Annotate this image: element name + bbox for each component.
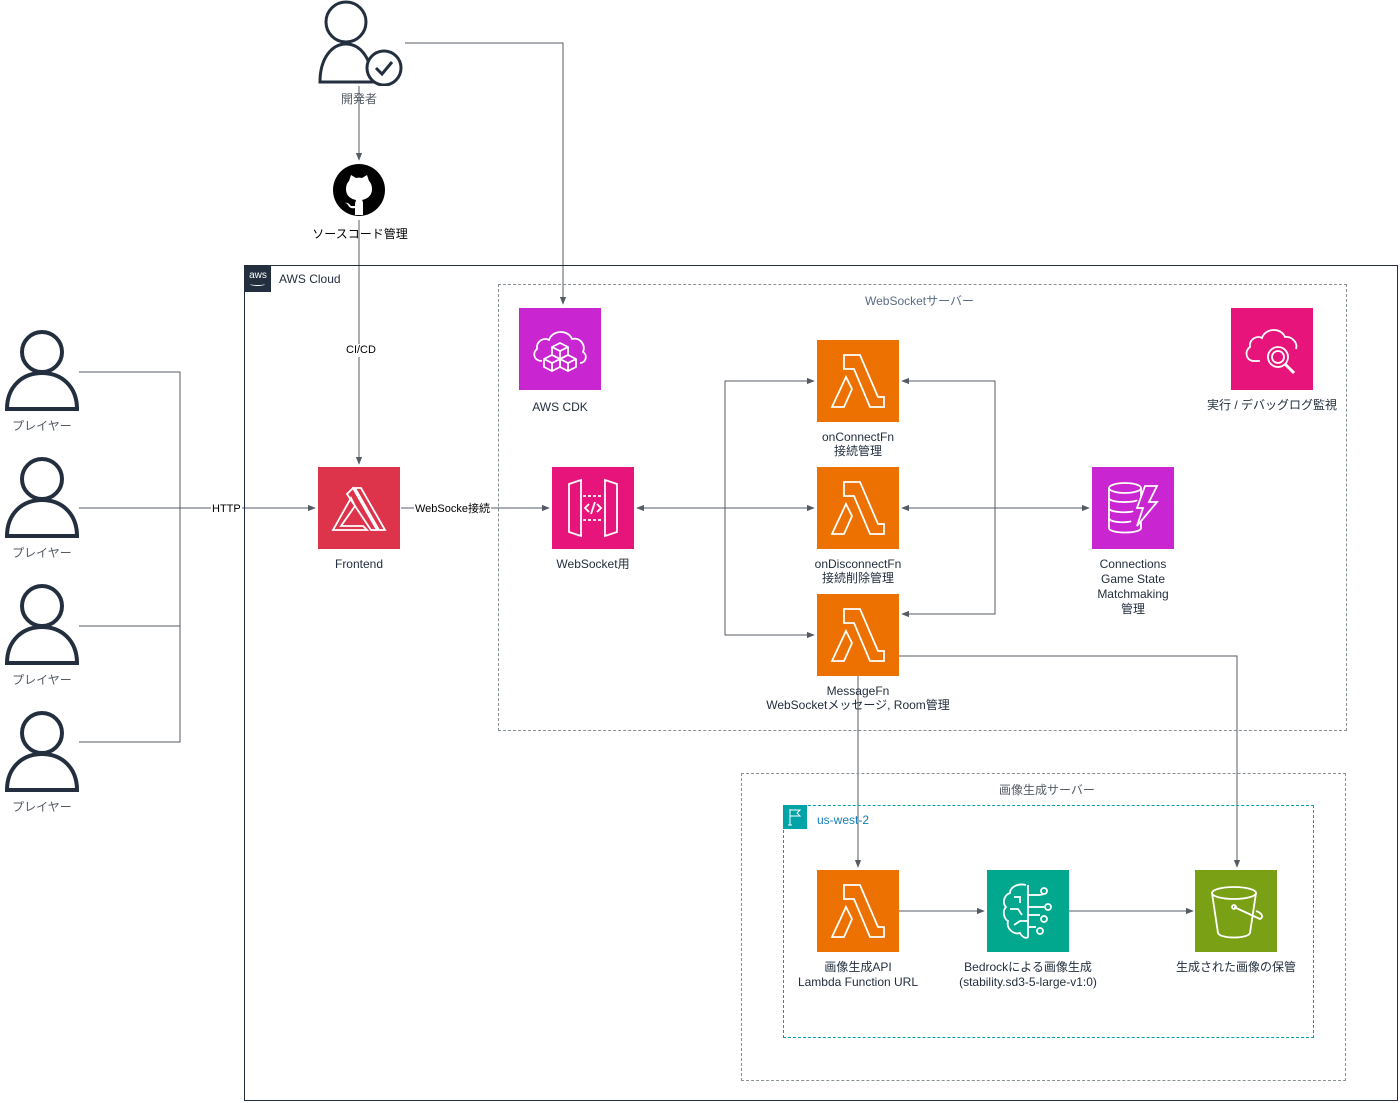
on-disconnect-node[interactable] (817, 467, 899, 549)
edge-player4 (79, 626, 181, 743)
frontend-node[interactable] (318, 467, 400, 549)
player-label: プレイヤー (12, 419, 72, 433)
bedrock-brain-icon (1002, 883, 1052, 939)
edge-message-dynamodb (901, 508, 996, 618)
image-server-title: 画像生成サーバー (999, 783, 1095, 797)
developer-label: 開発者 (340, 92, 377, 106)
lambda-icon (830, 608, 885, 662)
dynamodb-label-2: Game State (1100, 572, 1166, 586)
s3-label: 生成された画像の保管 (1175, 960, 1296, 974)
image-server-group (741, 773, 1346, 1081)
aws-cloud-group: aws AWS Cloud (244, 265, 1398, 1101)
dynamodb-icon (1108, 482, 1159, 534)
user-icon (4, 584, 80, 665)
edge-label-http: HTTP (211, 503, 242, 516)
player-node[interactable] (4, 710, 80, 792)
aws-logo-icon: aws (245, 266, 271, 292)
apigw-node[interactable] (552, 467, 634, 549)
message-label-1: MessageFn (826, 684, 890, 698)
edge-message-s3 (899, 655, 1241, 868)
region-title: us-west-2 (817, 813, 870, 827)
on-connect-node[interactable] (817, 340, 899, 422)
websocket-server-title: WebSocketサーバー (865, 294, 975, 308)
cdk-label: AWS CDK (532, 400, 588, 414)
bedrock-label-2: (stability.sd3-5-large-v1:0) (959, 975, 1097, 989)
s3-bucket-icon (1211, 886, 1263, 939)
player-label: プレイヤー (12, 800, 72, 814)
user-icon (4, 711, 80, 792)
developer-node[interactable] (318, 0, 404, 87)
message-node[interactable] (817, 594, 899, 676)
user-icon (4, 457, 80, 538)
cloudwatch-node[interactable] (1231, 308, 1313, 390)
websocket-server-group (498, 284, 1347, 731)
edge-player1 (79, 371, 181, 508)
player-node[interactable] (4, 456, 80, 538)
cloudwatch-label: 実行 / デバッグログ監視 (1206, 398, 1337, 412)
user-icon (4, 330, 80, 411)
s3-node[interactable] (1195, 870, 1277, 952)
edge-developer-cdk (405, 42, 567, 305)
dynamodb-label-3: Matchmaking (1097, 587, 1169, 601)
image-lambda-label-2: Lambda Function URL (797, 975, 919, 989)
edge-connect-dynamodb (901, 377, 996, 508)
github-node[interactable] (332, 163, 386, 217)
dynamodb-node[interactable] (1092, 467, 1174, 549)
on-connect-label-2: 接続管理 (833, 444, 882, 458)
apigw-label: WebSocket用 (556, 557, 630, 571)
github-label: ソースコード管理 (312, 227, 408, 241)
on-connect-label-1: onConnectFn (821, 430, 895, 444)
player-node[interactable] (4, 583, 80, 665)
region-group (783, 805, 1314, 1038)
amplify-icon (331, 486, 387, 531)
player-label: プレイヤー (12, 673, 72, 687)
aws-cloud-title: AWS Cloud (279, 272, 341, 286)
dynamodb-label-1: Connections (1099, 557, 1167, 571)
edge-player3 (79, 508, 181, 627)
lambda-icon (830, 354, 885, 408)
edge-label-cicd: CI/CD (345, 344, 377, 357)
cdk-node[interactable] (519, 308, 601, 390)
on-disconnect-label-2: 接続削除管理 (821, 571, 894, 585)
cloud-search-icon (1245, 329, 1298, 375)
image-lambda-node[interactable] (817, 870, 899, 952)
player-node[interactable] (4, 329, 80, 411)
lambda-icon (830, 884, 885, 938)
edge-apigw-message (724, 508, 815, 639)
user-check-icon (318, 0, 403, 87)
player-label: プレイヤー (12, 546, 72, 560)
bedrock-label-1: Bedrockによる画像生成 (964, 960, 1092, 974)
image-lambda-label-1: 画像生成API (824, 960, 892, 974)
message-label-2: WebSocketメッセージ, Room管理 (766, 698, 950, 712)
dynamodb-label-4: 管理 (1120, 602, 1145, 616)
frontend-label: Frontend (334, 557, 384, 571)
on-disconnect-label-1: onDisconnectFn (814, 557, 902, 571)
bedrock-node[interactable] (987, 870, 1069, 952)
api-gateway-icon (568, 478, 618, 538)
lambda-icon (830, 481, 885, 535)
edge-apigw-connect (724, 377, 815, 508)
edge-label-websocket: WebSocke接続 (414, 503, 491, 516)
github-icon (333, 164, 385, 216)
region-flag-icon (783, 805, 807, 829)
cloud-cubes-icon (533, 331, 587, 373)
